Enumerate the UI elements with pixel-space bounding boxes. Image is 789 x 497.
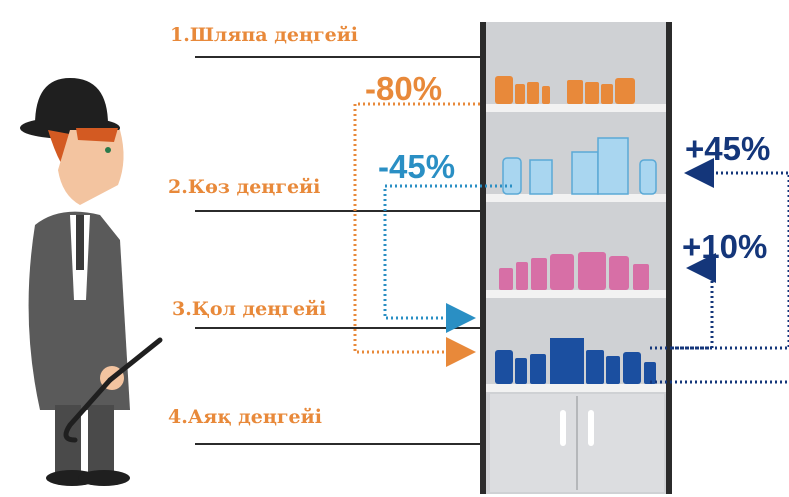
change-label-eye-to-hand: -45%	[378, 148, 456, 185]
bottle-icon	[515, 84, 525, 104]
jar-icon	[550, 254, 574, 290]
jar-icon	[567, 80, 583, 104]
shelf-1-products	[495, 76, 635, 104]
change-label-foot-to-hand: +10%	[682, 228, 768, 265]
jar-icon	[495, 350, 513, 384]
change-label-hat-to-hand: -80%	[365, 70, 443, 107]
bottle-icon	[633, 264, 649, 290]
bottle-icon	[644, 362, 656, 384]
bottle-icon	[601, 84, 613, 104]
jar-icon	[499, 268, 513, 290]
jar-icon	[615, 78, 635, 104]
jar-icon	[531, 258, 547, 290]
level-label-hand: 3.Қол деңгейі	[172, 298, 327, 320]
jar-icon	[495, 76, 513, 104]
jar-icon	[527, 82, 539, 104]
jar-icon	[578, 252, 606, 290]
cabinet-handle-icon	[560, 410, 566, 446]
bottle-icon	[515, 358, 527, 384]
box-icon	[529, 159, 553, 195]
bottle-icon	[502, 157, 522, 195]
change-arrows	[353, 102, 789, 384]
walking-cane-icon	[63, 337, 163, 443]
bottle-icon	[542, 86, 550, 104]
level-label-hat: 1.Шляпа деңгейі	[170, 24, 359, 46]
level-label-eye: 2.Көз деңгейі	[168, 176, 321, 198]
arrow-foot-to-hand	[672, 253, 716, 350]
jar-icon	[623, 352, 641, 384]
man-bowler-hat-icon	[20, 78, 131, 486]
jar-icon	[585, 82, 599, 104]
shelf-2-products	[502, 137, 657, 195]
bottle-icon	[639, 159, 657, 195]
bottle-icon	[606, 356, 620, 384]
cabinet-handle-icon	[588, 410, 594, 446]
jar-icon	[586, 350, 604, 384]
arrow-eye-to-hand	[383, 184, 512, 333]
box-icon	[597, 137, 629, 195]
box-icon	[550, 338, 584, 384]
bottle-icon	[516, 262, 528, 290]
change-label-hand-to-eye: +45%	[685, 130, 771, 167]
box-icon	[571, 151, 599, 195]
shelf-4-products	[495, 338, 656, 384]
jar-icon	[609, 256, 629, 290]
level-lines	[195, 56, 480, 445]
shelf-3-products	[499, 252, 649, 290]
arrow-hat-to-hand	[353, 102, 480, 367]
jar-icon	[530, 354, 546, 384]
level-label-foot: 4.Аяқ деңгейі	[168, 406, 322, 428]
